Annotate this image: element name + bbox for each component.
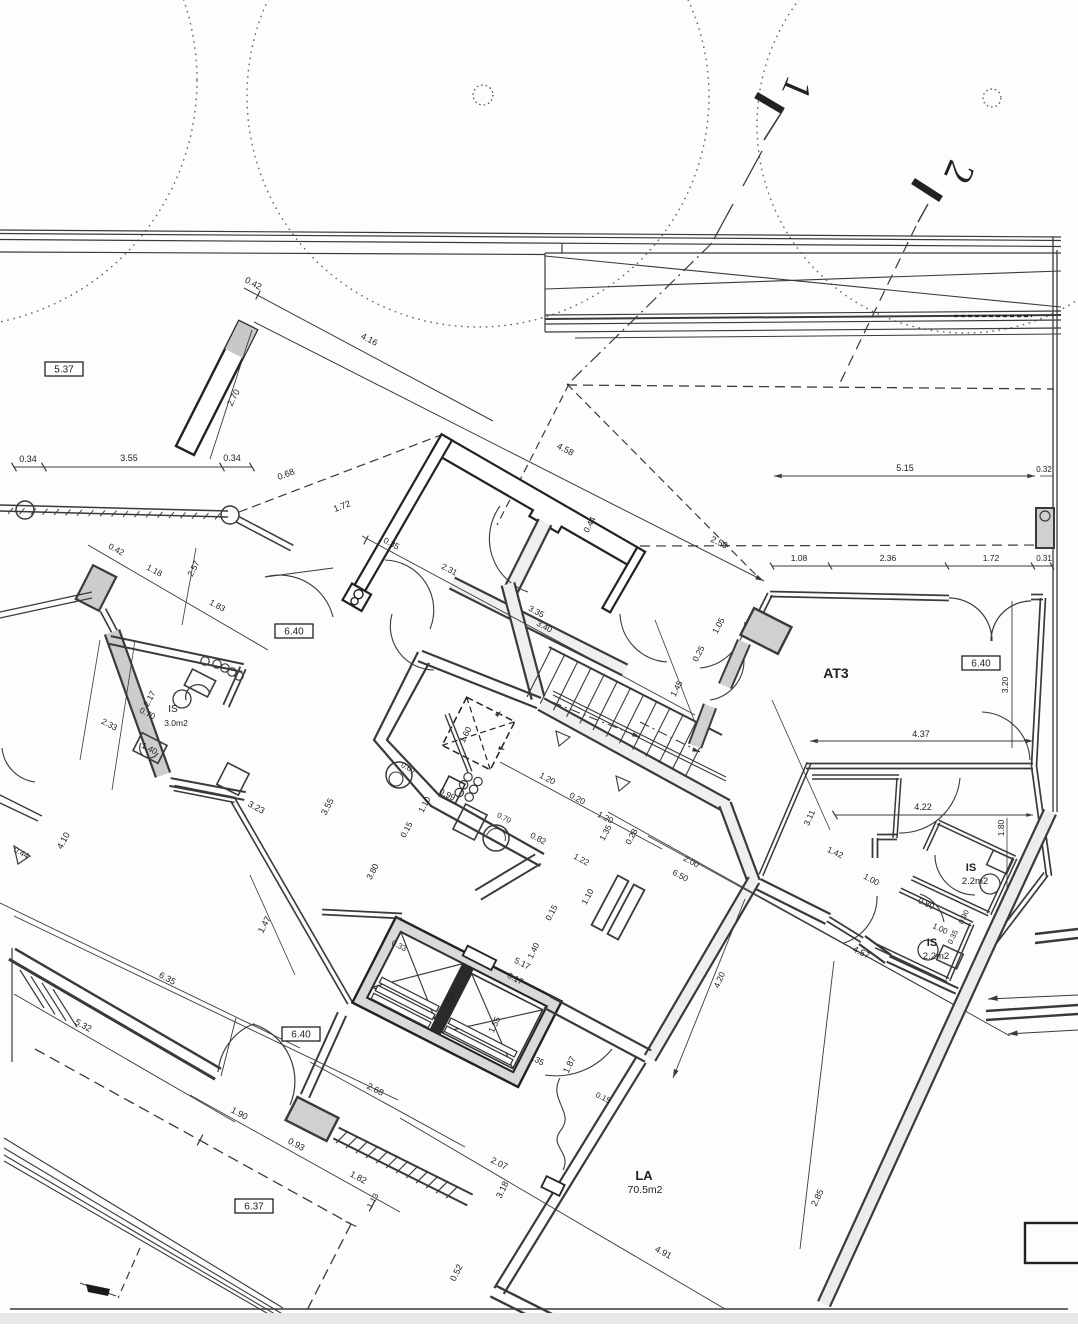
svg-text:0.32: 0.32	[1036, 465, 1052, 474]
svg-text:IS: IS	[966, 862, 976, 874]
svg-text:1.72: 1.72	[983, 553, 1000, 563]
svg-text:2.2m2: 2.2m2	[962, 876, 988, 887]
svg-text:6.37: 6.37	[244, 1202, 264, 1213]
svg-text:2.2m2: 2.2m2	[923, 951, 949, 962]
svg-text:0.34: 0.34	[223, 453, 241, 463]
svg-text:0.34: 0.34	[19, 454, 37, 464]
svg-text:6.40: 6.40	[291, 1030, 311, 1041]
svg-text:4.22: 4.22	[914, 802, 932, 812]
svg-text:5.15: 5.15	[896, 463, 914, 473]
svg-text:4.37: 4.37	[912, 729, 930, 739]
svg-text:1.80: 1.80	[996, 819, 1006, 836]
svg-text:3.20: 3.20	[1000, 676, 1010, 693]
svg-text:3.55: 3.55	[120, 453, 138, 463]
svg-text:IS: IS	[927, 937, 937, 949]
svg-text:3.0m2: 3.0m2	[164, 718, 188, 728]
svg-text:6.40: 6.40	[284, 627, 304, 638]
svg-text:0.31: 0.31	[1036, 554, 1052, 563]
svg-text:IS: IS	[168, 704, 178, 715]
svg-text:AT3: AT3	[823, 665, 849, 681]
svg-text:6.40: 6.40	[971, 659, 991, 670]
svg-text:70.5m2: 70.5m2	[627, 1184, 662, 1196]
svg-text:LA: LA	[635, 1168, 653, 1183]
svg-text:2.36: 2.36	[880, 553, 897, 563]
svg-text:5.37: 5.37	[54, 365, 74, 376]
svg-text:1.08: 1.08	[791, 553, 808, 563]
